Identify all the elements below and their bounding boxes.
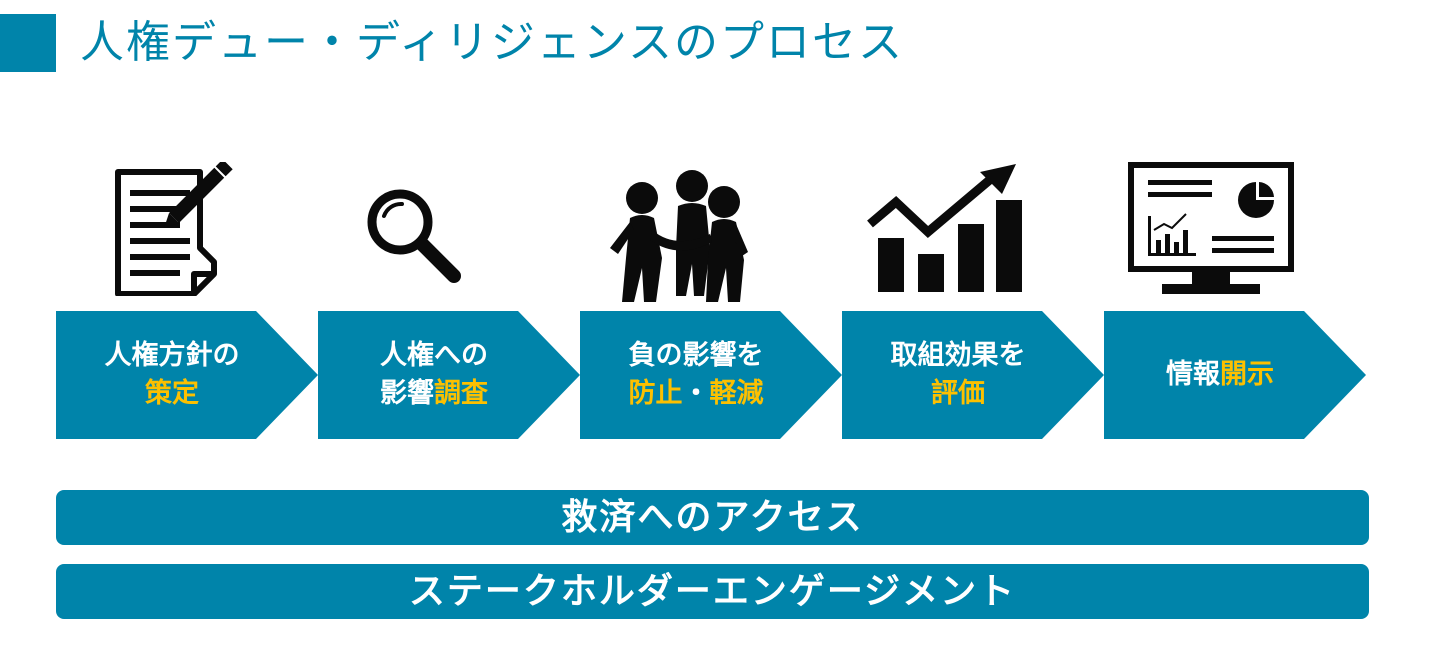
step-highlight-text: 評価	[931, 378, 985, 409]
title-accent-square	[0, 14, 56, 72]
step-label-line2: 評価	[931, 375, 985, 413]
step-text: 取組効果を	[890, 340, 1026, 371]
step-text: 負の影響を	[628, 340, 764, 371]
monitor-report-icon	[1128, 162, 1294, 296]
magnifier-icon	[362, 186, 466, 286]
people-handshake-icon	[606, 168, 752, 304]
remedy-access-bar: 救済へのアクセス	[56, 490, 1369, 545]
step-text: 情報	[1166, 359, 1220, 390]
step-label-line1: 人権方針の	[105, 337, 240, 375]
step-effectiveness-evaluation: 取組効果を 評価	[842, 311, 1104, 439]
step-highlight-text: 策定	[145, 378, 199, 409]
step-label-line2: 策定	[145, 375, 199, 413]
document-pencil-icon	[112, 162, 234, 296]
step-label: 人権方針の 策定	[56, 311, 288, 439]
step-disclosure: 情報開示	[1104, 311, 1366, 439]
step-text: 影響	[380, 378, 434, 409]
step-highlight-text: 軽減	[709, 378, 764, 409]
step-label-line2: 防止・軽減	[629, 375, 764, 413]
step-policy: 人権方針の 策定	[56, 311, 318, 439]
step-text: 人権への	[380, 340, 488, 371]
step-label: 情報開示	[1104, 311, 1336, 439]
step-text: 人権方針の	[104, 340, 240, 371]
step-label-line1: 負の影響を	[629, 337, 764, 375]
stakeholder-engagement-bar: ステークホルダーエンゲージメント	[56, 564, 1369, 619]
page-title: 人権デュー・ディリジェンスのプロセス	[80, 17, 905, 68]
step-impact-assessment: 人権への 影響調査	[318, 311, 580, 439]
step-label: 取組効果を 評価	[842, 311, 1074, 439]
step-prevention-mitigation: 負の影響を 防止・軽減	[580, 311, 842, 439]
step-label-line1: 人権への	[380, 337, 488, 375]
step-label-line2: 影響調査	[380, 375, 488, 413]
step-highlight-text: 調査	[434, 378, 488, 409]
step-label: 人権への 影響調査	[318, 311, 550, 439]
step-highlight-text: 防止	[628, 378, 683, 409]
step-label-line1: 取組効果を	[891, 337, 1026, 375]
bar-chart-growth-icon	[866, 162, 1024, 294]
step-text: ・	[682, 378, 710, 409]
step-label: 負の影響を 防止・軽減	[580, 311, 812, 439]
step-label-line1: 情報開示	[1166, 356, 1274, 394]
step-highlight-text: 開示	[1220, 359, 1274, 390]
